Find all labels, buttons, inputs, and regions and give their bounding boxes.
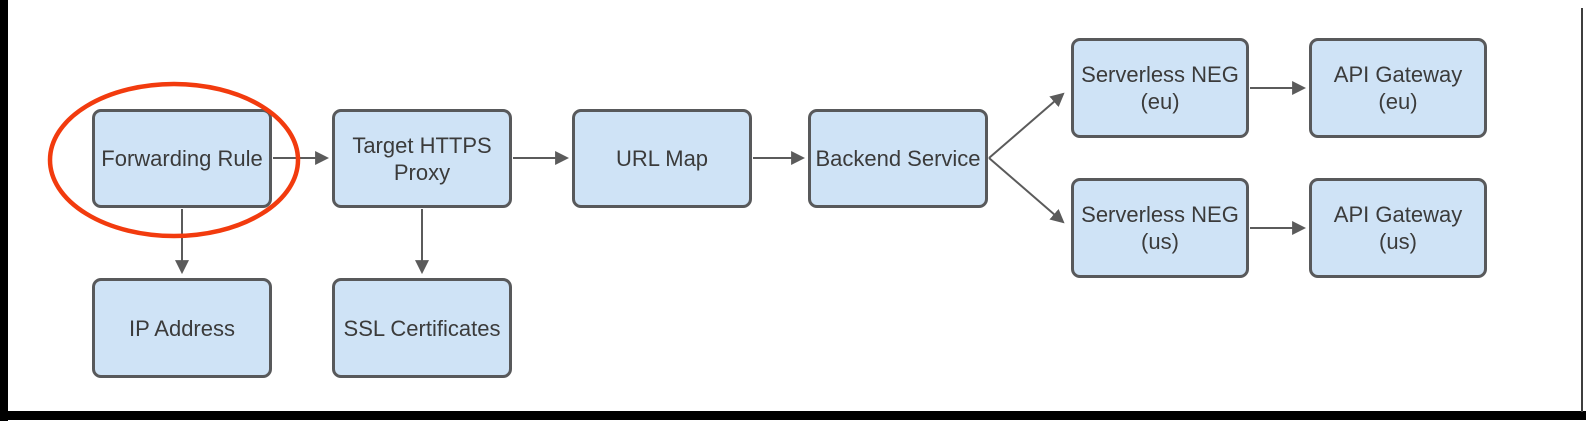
node-serverless-neg-us: Serverless NEG (us) (1071, 178, 1249, 278)
node-api-gateway-us-label: API Gateway (us) (1333, 202, 1463, 254)
node-url-map-label: URL Map (615, 146, 709, 171)
node-api-gateway-us: API Gateway (us) (1309, 178, 1487, 278)
node-ssl-certificates-label: SSL Certificates (343, 315, 501, 341)
node-url-map: URL Map (572, 109, 752, 208)
node-forwarding-rule: Forwarding Rule (92, 109, 272, 208)
node-target-https-proxy-label: Target HTTPS Proxy (352, 132, 492, 185)
frame-bottom-bar (0, 411, 1586, 420)
edge-backend-service-to-serverless-neg-eu (988, 92, 1065, 159)
node-serverless-neg-eu-label: Serverless NEG (eu) (1081, 62, 1239, 114)
node-serverless-neg-eu: Serverless NEG (eu) (1071, 38, 1249, 138)
node-serverless-neg-us-label: Serverless NEG (us) (1081, 202, 1239, 254)
node-backend-service-label: Backend Service (815, 146, 981, 171)
frame-left-bar (0, 0, 8, 421)
node-backend-service: Backend Service (808, 109, 988, 208)
node-forwarding-rule-label: Forwarding Rule (101, 146, 263, 171)
node-ip-address-label: IP Address (129, 315, 235, 341)
frame-right-line (1581, 8, 1583, 412)
node-ip-address: IP Address (92, 278, 272, 378)
edge-backend-service-to-serverless-neg-us (988, 157, 1065, 224)
node-target-https-proxy: Target HTTPS Proxy (332, 109, 512, 208)
node-ssl-certificates: SSL Certificates (332, 278, 512, 378)
node-api-gateway-eu-label: API Gateway (eu) (1333, 62, 1463, 114)
node-api-gateway-eu: API Gateway (eu) (1309, 38, 1487, 138)
